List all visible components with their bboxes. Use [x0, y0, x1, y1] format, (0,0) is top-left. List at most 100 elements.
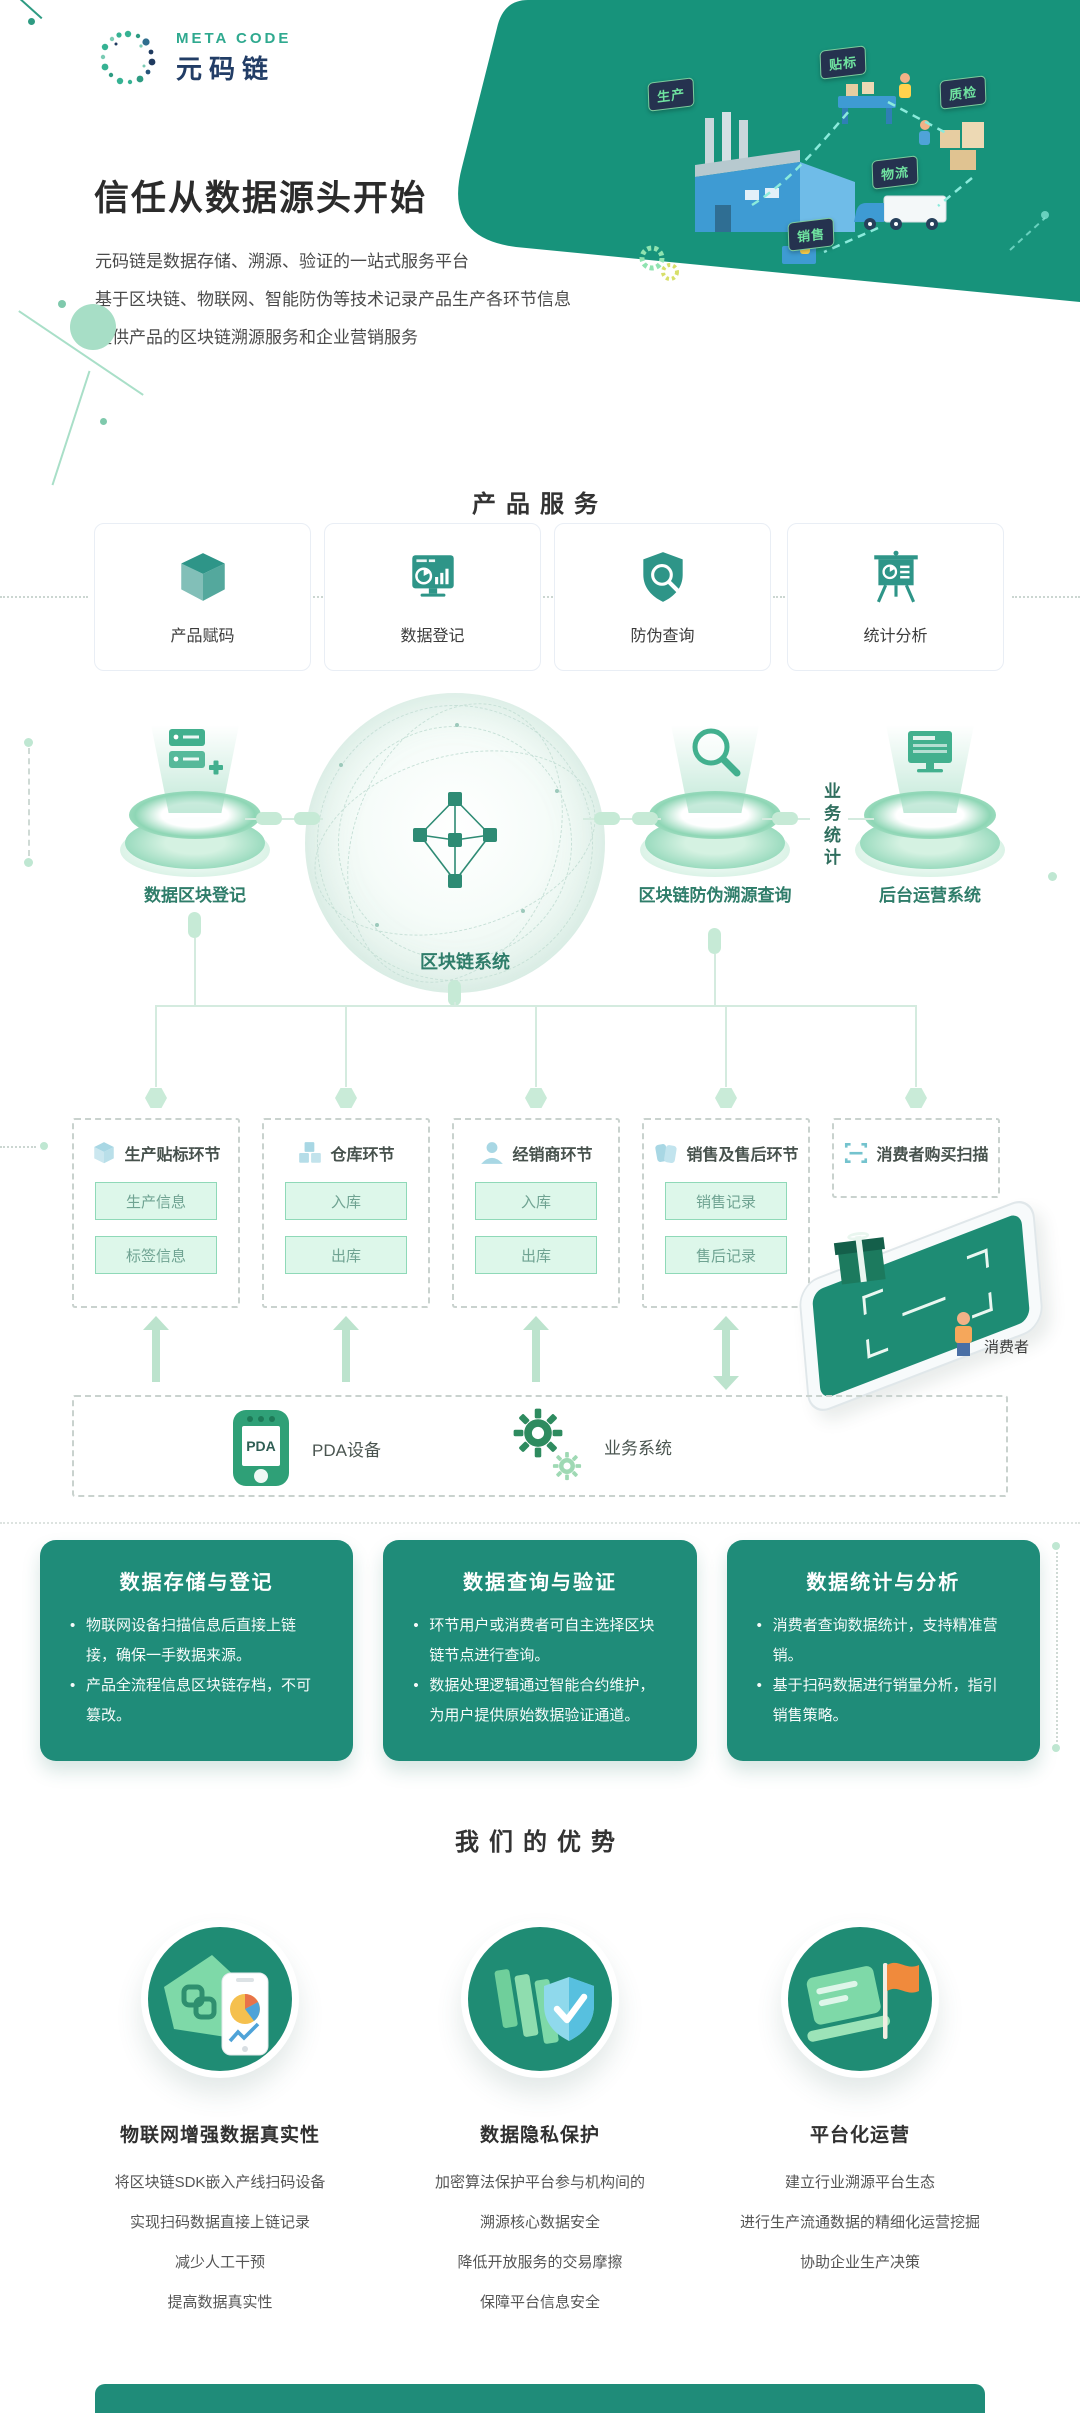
platform-operation-icon [781, 1920, 939, 2078]
blockchain-sphere [292, 672, 618, 1014]
decor-dot [1052, 1744, 1060, 1752]
brand-logo[interactable]: META CODE 元码链 [92, 22, 291, 94]
connector-cap [145, 1088, 167, 1108]
advantage-title: 平台化运营 [809, 2125, 910, 2146]
stage-item: 标签信息 [95, 1236, 217, 1274]
service-card-encoding[interactable]: 产品赋码 [94, 523, 311, 671]
data-privacy-icon [461, 1920, 619, 2078]
brand-name-zh: 元码链 [176, 54, 276, 84]
hero-badge: 销售 [787, 217, 835, 252]
connector-capsule [294, 812, 320, 825]
cube-icon [180, 553, 225, 601]
connector-line [155, 1005, 157, 1087]
flow-node-backend-system: 后台运营系统 [845, 712, 1015, 906]
connector-line [915, 1005, 917, 1087]
service-card-statistics[interactable]: 统计分析 [787, 523, 1004, 671]
pda-device-group: PDA PDA设备 [232, 1409, 381, 1487]
decor-dot [28, 18, 35, 25]
connector-line [194, 938, 196, 1006]
device-label: 业务系统 [604, 1438, 672, 1458]
stage-warehouse: 仓库环节 入库 出库 [262, 1118, 430, 1308]
stage-item: 销售记录 [665, 1182, 787, 1220]
up-arrow [332, 1316, 360, 1390]
tag-icon [655, 1144, 678, 1164]
connector-line [345, 1005, 347, 1087]
stage-item: 入库 [475, 1182, 597, 1220]
connector-capsule [708, 928, 721, 954]
service-card-anticounterfeit[interactable]: 防伪查询 [554, 523, 771, 671]
feature-card-statistics: 数据统计与分析 消费者查询数据统计，支持精准营销。 基于扫码数据进行销量分析，指… [726, 1540, 1040, 1761]
consumer-phone-illustration [797, 1194, 1045, 1418]
pedestal-visual [630, 712, 800, 877]
decor-dot [24, 738, 33, 747]
double-arrow [712, 1316, 740, 1390]
hero-badge-label: 物流 [880, 164, 910, 183]
stage-item: 入库 [285, 1182, 407, 1220]
logo-dotted-ring-icon [100, 30, 156, 85]
feature-cards-row: 数据存储与登记 物联网设备扫描信息后直接上链接，确保一手数据来源。 产品全流程信… [40, 1540, 1040, 1761]
shield-search-icon [642, 552, 683, 602]
flow-node-data-registration: 数据区块登记 [110, 712, 280, 906]
decor-dotted-line [543, 596, 553, 598]
cube-icon [94, 1142, 115, 1164]
hero-line: 基于区块链、物联网、智能防伪等技术记录产品生产各环节信息 [95, 290, 571, 309]
flow-node-label: 后台运营系统 [879, 886, 981, 905]
decor-dotted-line [1012, 596, 1080, 598]
pda-icon: PDA [233, 1410, 289, 1486]
hero-title: 信任从数据源头开始 [94, 179, 428, 218]
advantage-line: 提高数据真实性 [167, 2294, 273, 2311]
hero-badge: 物流 [871, 155, 919, 190]
connector-cap [525, 1088, 547, 1108]
business-system-group: 业务系统 [512, 1407, 672, 1485]
hero-badge: 贴标 [819, 45, 867, 80]
service-card-registration[interactable]: 数据登记 [324, 523, 541, 671]
advantage-title: 物联网增强数据真实性 [119, 2125, 320, 2146]
feature-card-title: 数据查询与验证 [462, 1572, 617, 1594]
hero-illustration [458, 0, 1080, 302]
easel-chart-icon [873, 550, 918, 603]
pda-screen-text: PDA [246, 1438, 276, 1454]
feature-bullet: 产品全流程信息区块链存档，不可篡改。 [68, 1671, 325, 1731]
connector-cap [335, 1088, 357, 1108]
services-section-title: 产品服务 [472, 491, 608, 518]
connector-capsule [188, 912, 201, 938]
stage-consumer-scan: 消费者购买扫描 [832, 1118, 1000, 1198]
up-arrow [142, 1316, 170, 1390]
feature-card-storage: 数据存储与登记 物联网设备扫描信息后直接上链接，确保一手数据来源。 产品全流程信… [40, 1540, 354, 1761]
advantages-section-title: 我们的优势 [455, 1829, 625, 1856]
hero-section: 生产 贴标 质检 物流 销售 META CODE [0, 0, 1080, 486]
feature-card-bullets: 消费者查询数据统计，支持精准营销。 基于扫码数据进行销量分析，指引销售策略。 [755, 1611, 1012, 1731]
connector-line [714, 954, 716, 1006]
decor-dashed-line [1056, 1552, 1058, 1742]
person-icon [481, 1142, 504, 1164]
device-layer-box: PDA PDA设备 [72, 1395, 1008, 1497]
advantage-line: 将区块链SDK嵌入产线扫码设备 [114, 2174, 326, 2191]
connector-line [848, 818, 874, 820]
advantage-title: 数据隐私保护 [479, 2125, 600, 2146]
flow-node-label: 数据区块登记 [144, 886, 246, 905]
connector-cap [715, 1088, 737, 1108]
stage-title: 销售及售后环节 [686, 1147, 799, 1164]
gift-box-icon [833, 1230, 888, 1285]
connector-capsule [256, 812, 282, 825]
advantage-iot: 物联网增强数据真实性 将区块链SDK嵌入产线扫码设备 实现扫码数据直接上链记录 … [60, 1920, 380, 2323]
hero-line: 提供产品的区块链溯源服务和企业营销服务 [95, 328, 418, 347]
consumer-label: 消费者 [984, 1339, 1030, 1356]
feature-card-query: 数据查询与验证 环节用户或消费者可自主选择区块链节点进行查询。 数据处理逻辑通过… [383, 1540, 697, 1761]
stage-item: 售后记录 [665, 1236, 787, 1274]
advantage-line: 加密算法保护平台参与机构间的 [434, 2174, 645, 2191]
device-label: PDA设备 [312, 1440, 381, 1460]
connector-capsule [594, 812, 620, 825]
stage-title: 生产贴标环节 [124, 1147, 221, 1164]
pedestal-visual [845, 712, 1015, 877]
advantage-line: 建立行业溯源平台生态 [784, 2174, 935, 2191]
decor-dotted-separator [0, 1522, 1080, 1524]
feature-card-bullets: 环节用户或消费者可自主选择区块链节点进行查询。 数据处理逻辑通过智能合约维护，为… [411, 1611, 668, 1731]
gear-icon [512, 1407, 582, 1485]
hero-badge: 质检 [939, 75, 987, 110]
monitor-chart-icon [411, 555, 454, 597]
blockchain-network-icon [413, 792, 497, 888]
stage-production-labeling: 生产贴标环节 生产信息 标签信息 [72, 1118, 240, 1308]
connector-capsule [448, 980, 461, 1006]
flow-node-label: 区块链系统 [420, 952, 510, 972]
